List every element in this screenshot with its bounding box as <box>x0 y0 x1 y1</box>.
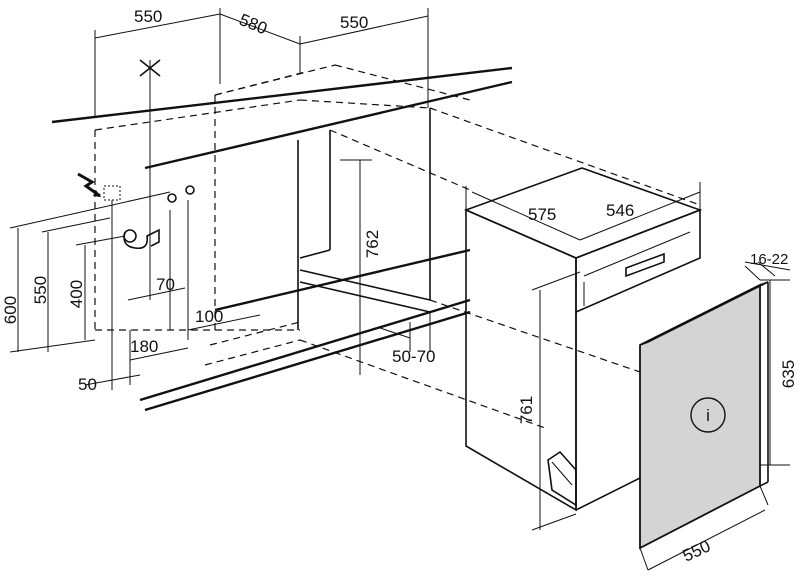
dim-plinth-depth: 50-70 <box>392 347 435 366</box>
dim-offset-70: 70 <box>156 275 175 294</box>
dim-niche-height: 762 <box>363 230 382 258</box>
panel-dimensions <box>639 261 791 571</box>
dishwasher-dimensions <box>465 182 701 531</box>
dim-panel-thickness: 16-22 <box>750 251 788 268</box>
dim-top-left-width: 550 <box>134 7 162 26</box>
dim-appliance-width: 546 <box>606 201 634 220</box>
dim-appliance-height: 761 <box>517 396 536 424</box>
electrical-connection <box>77 172 121 201</box>
dim-panel-height: 635 <box>779 360 798 388</box>
dim-height-400: 400 <box>67 280 86 308</box>
info-icon <box>690 397 726 433</box>
info-symbol: i <box>706 406 710 425</box>
dim-offset-180: 180 <box>130 337 158 356</box>
drain-inlet-icon <box>185 185 195 195</box>
water-inlet-icon <box>167 193 177 203</box>
dim-top-depth: 580 <box>237 10 270 38</box>
cabinet-niche <box>94 64 701 429</box>
dimension-lines <box>9 8 431 390</box>
dim-height-550: 550 <box>31 276 50 304</box>
lightning-icon <box>77 172 101 198</box>
cross-mark-icon <box>139 59 161 77</box>
decor-panel: i <box>639 281 769 550</box>
dim-offset-100: 100 <box>195 307 223 326</box>
dim-height-600: 600 <box>1 296 20 324</box>
worktop <box>51 66 513 170</box>
dim-top-right-width: 550 <box>340 13 368 32</box>
siphon-icon <box>123 228 160 250</box>
water-connections <box>123 59 195 300</box>
dim-appliance-depth: 575 <box>528 205 556 224</box>
dim-panel-width: 550 <box>680 536 714 565</box>
dim-offset-50: 50 <box>78 375 97 394</box>
